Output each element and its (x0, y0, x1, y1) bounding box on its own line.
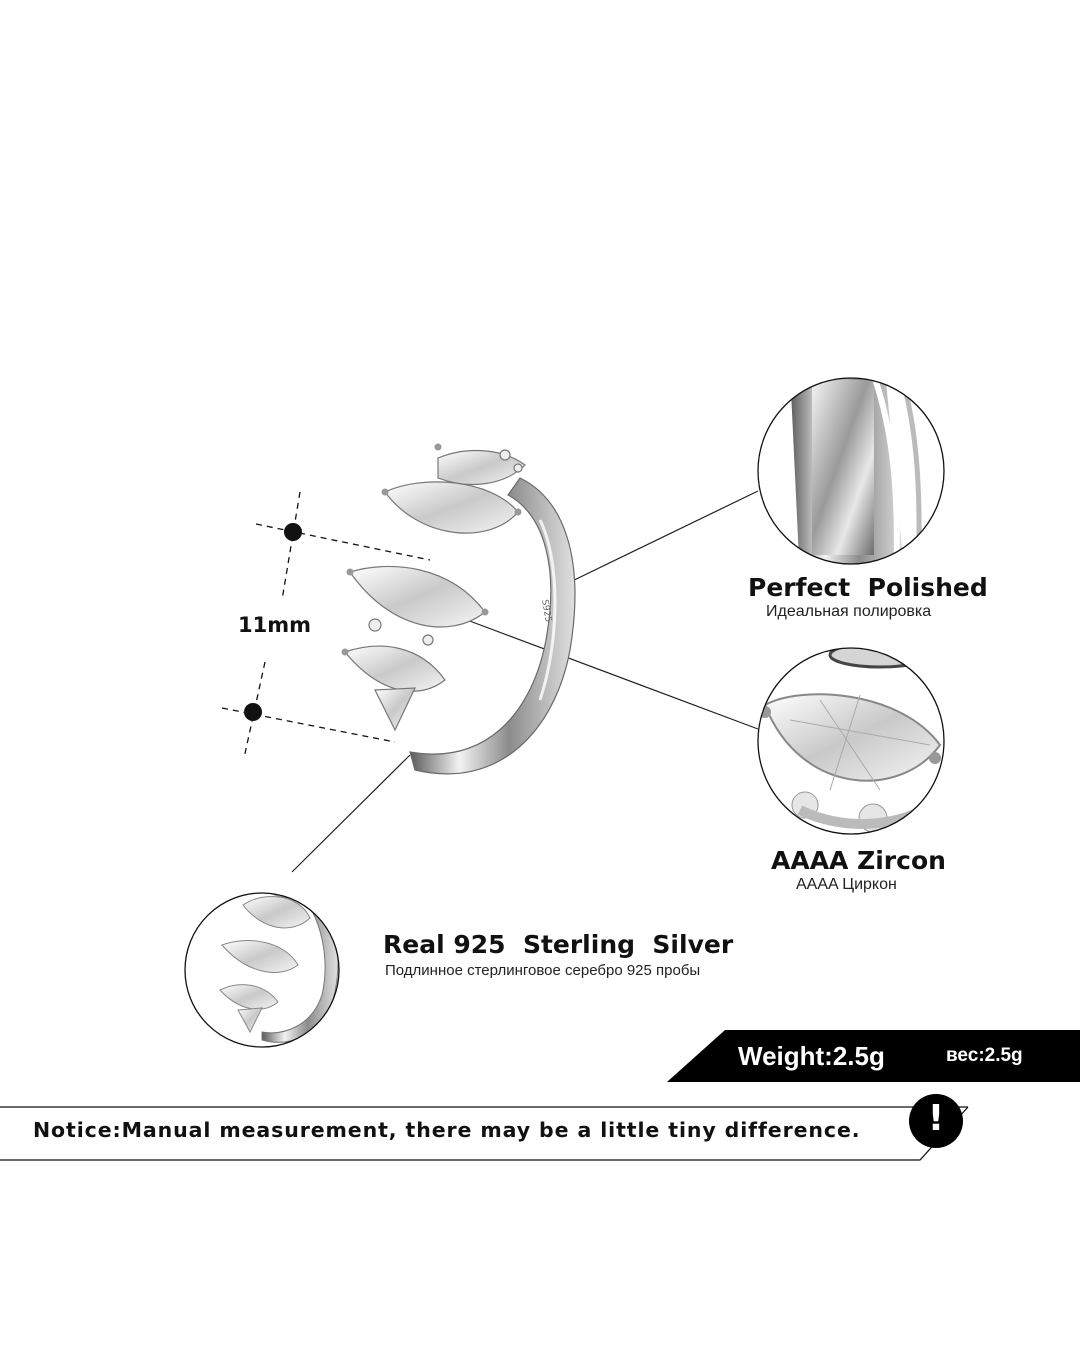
detail-circle-silver (184, 892, 340, 1048)
connector-line-zircon (466, 619, 759, 730)
detail-circle-zircon (757, 647, 945, 835)
feature-subtitle-zircon: AAAA Циркон (796, 876, 897, 893)
dimension-dot-top (284, 523, 302, 541)
feature-title-zircon: AAAA Zircon (771, 846, 946, 875)
feature-title-polished: Perfect Polished (748, 573, 988, 602)
feature-title-silver: Real 925 Sterling Silver (383, 930, 734, 959)
feature-subtitle-silver: Подлинное стерлинговое серебро 925 пробы (385, 962, 701, 979)
feature-subtitle-polished: Идеальная полировка (766, 603, 932, 620)
ring-main: S925 (341, 443, 576, 775)
ring-stamp: S925 (539, 599, 553, 623)
dimension-label: 11mm (238, 613, 311, 637)
connector-line-silver (291, 754, 411, 873)
ring-gems (343, 449, 526, 732)
weight-label: Weight:2.5g (738, 1041, 885, 1071)
warning-icon-glyph: ! (927, 1098, 945, 1139)
warning-icon (909, 1094, 963, 1148)
weight-label-ru: вес:2.5g (946, 1045, 1023, 1066)
connector-lines (291, 490, 759, 873)
dimension-dot-bottom (244, 703, 262, 721)
weight-banner (667, 1030, 1080, 1082)
notice-frame (0, 1094, 969, 1161)
connector-line-polished (565, 490, 759, 585)
notice-text: Notice:Manual measurement, there may be … (33, 1118, 861, 1142)
detail-circle-polished (757, 377, 945, 565)
